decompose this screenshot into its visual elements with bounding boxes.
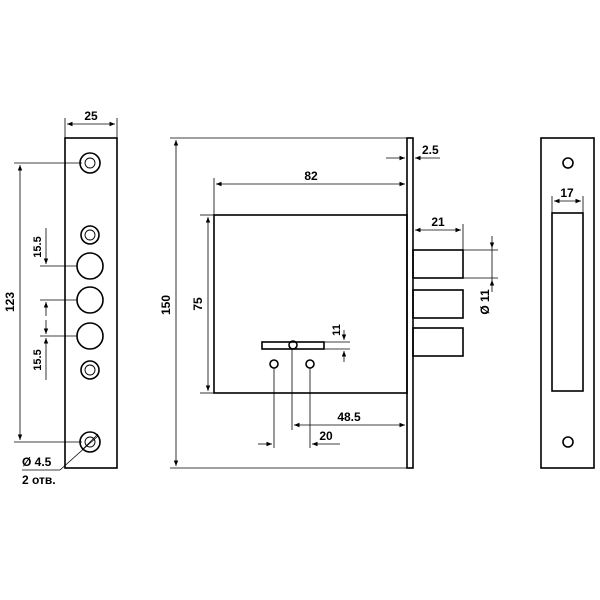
spindle-hole-left bbox=[269, 359, 279, 369]
bolt-3 bbox=[412, 327, 464, 357]
inner-height-label: 75 bbox=[191, 297, 205, 311]
strike-plate-view: 17 bbox=[540, 137, 595, 469]
front-plate bbox=[406, 137, 414, 469]
mount-hole-count-label: 2 отв. bbox=[22, 473, 56, 487]
case-width-label: 82 bbox=[304, 169, 318, 183]
keyhole-slot bbox=[261, 341, 325, 350]
upper-small-hole bbox=[80, 225, 100, 245]
bolt-hole-1 bbox=[76, 252, 104, 280]
bolt-hole-2 bbox=[76, 286, 104, 314]
lower-small-hole bbox=[80, 360, 100, 380]
bolt-diameter-label: Ø 11 bbox=[478, 289, 492, 315]
spindle-hole-right bbox=[305, 359, 315, 369]
plate-thickness-label: 2.5 bbox=[422, 143, 439, 157]
strike-plate-cutout bbox=[551, 212, 584, 392]
case-height-label: 150 bbox=[159, 295, 173, 315]
strike-top-hole bbox=[562, 157, 574, 169]
hole-spacing-top-label: 15.5 bbox=[32, 236, 44, 257]
bolt-hole-3 bbox=[76, 322, 104, 350]
strike-width-label: 17 bbox=[560, 186, 574, 200]
faceplate-view: 25 123 15.5 15.5 Ø 4.5 2 отв. bbox=[3, 109, 118, 487]
mount-hole-diameter-label: Ø 4.5 bbox=[22, 455, 52, 469]
strike-plate-outline bbox=[540, 137, 595, 469]
hole-spacing-bottom-label: 15.5 bbox=[32, 349, 44, 370]
bolt-1 bbox=[412, 249, 464, 279]
lock-body-view: 150 75 82 2.5 21 Ø 11 11 bbox=[159, 137, 498, 469]
backset-label: 48.5 bbox=[337, 410, 361, 424]
keyhole-slot-label: 11 bbox=[331, 324, 343, 336]
faceplate-width-label: 25 bbox=[84, 109, 98, 123]
bolt-2 bbox=[412, 289, 464, 319]
lock-case bbox=[213, 214, 408, 394]
spindle-spacing-label: 20 bbox=[319, 429, 333, 443]
screw-spacing-label: 123 bbox=[3, 292, 17, 312]
keyhole-center bbox=[288, 340, 298, 350]
strike-bottom-hole bbox=[562, 436, 574, 448]
bolt-length-label: 21 bbox=[431, 215, 445, 229]
faceplate-outline bbox=[64, 137, 118, 469]
top-mount-hole bbox=[79, 152, 101, 174]
